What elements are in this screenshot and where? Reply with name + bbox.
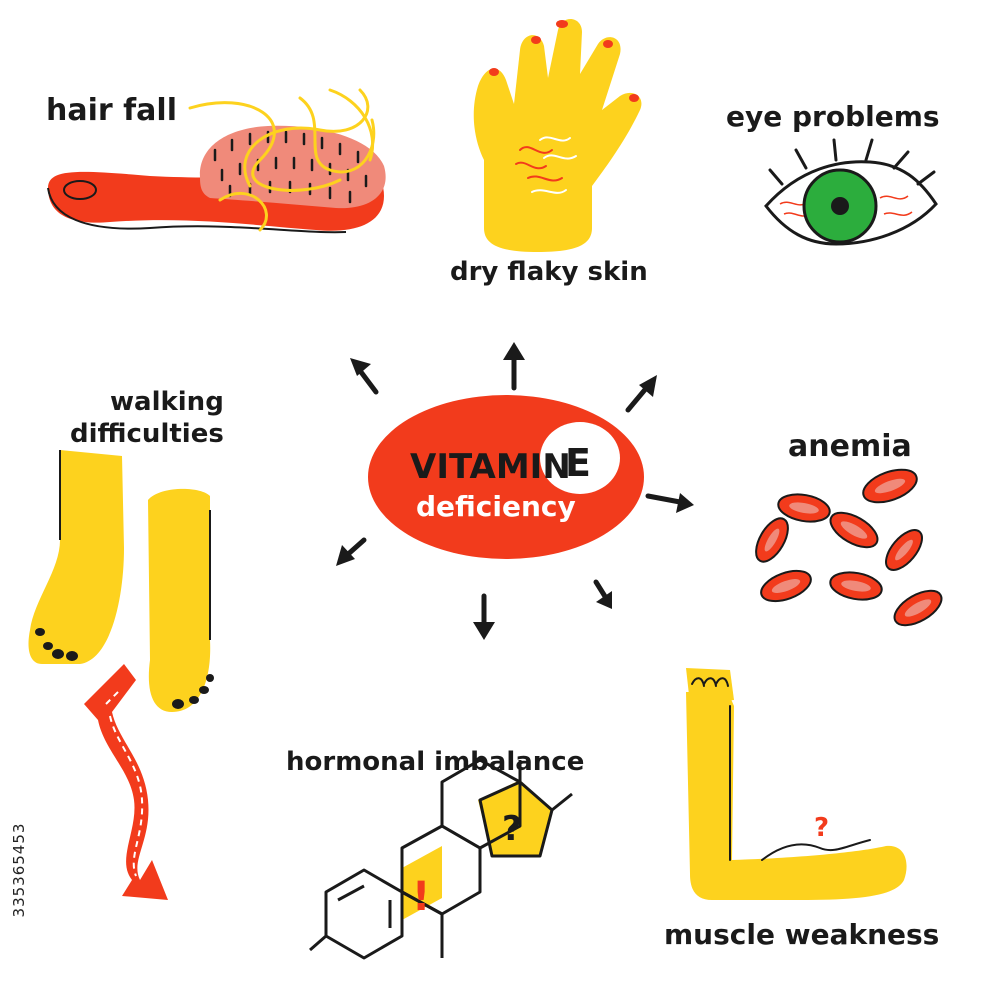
arrow-down-right [593, 579, 612, 609]
center-title: VITAMIN [410, 447, 571, 487]
arm-icon: ? [686, 668, 907, 900]
center-badge: VITAMIN E deficiency [368, 395, 644, 559]
label-muscle: muscle weakness [664, 918, 939, 951]
arrow-right [645, 493, 694, 513]
exclaim-mark: ! [412, 874, 430, 920]
e-circle [540, 422, 620, 494]
winding-arrow-icon [84, 664, 168, 900]
molecule-icon: ! ? [309, 758, 573, 960]
center-letter: E [565, 441, 591, 485]
stock-id-watermark: 335365453 [4, 760, 34, 980]
arrow-up [503, 342, 525, 391]
label-hair-fall: hair fall [46, 93, 177, 128]
arrow-down [473, 593, 495, 640]
hair-brush-icon [47, 88, 386, 234]
arrow-up-left [350, 358, 379, 395]
arm-question-mark: ? [814, 813, 829, 843]
eye-icon [764, 138, 938, 246]
arrow-down-left [336, 537, 367, 566]
stock-id-text: 335365453 [10, 822, 28, 918]
center-subtitle: deficiency [416, 490, 576, 523]
label-eye-problems: eye problems [726, 100, 940, 133]
arrow-up-right [625, 375, 657, 413]
label-anemia: anemia [788, 429, 912, 464]
label-hormonal: hormonal imbalance [286, 747, 584, 777]
question-mark: ? [502, 809, 522, 849]
arrows [336, 342, 694, 640]
blood-cells-icon [755, 468, 943, 627]
label-walking-line1: walking [110, 387, 224, 417]
label-walking-line2: difficulties [70, 419, 224, 449]
feet-icon [28, 450, 214, 712]
label-dry-skin: dry flaky skin [450, 257, 648, 287]
hand-icon [473, 18, 642, 252]
